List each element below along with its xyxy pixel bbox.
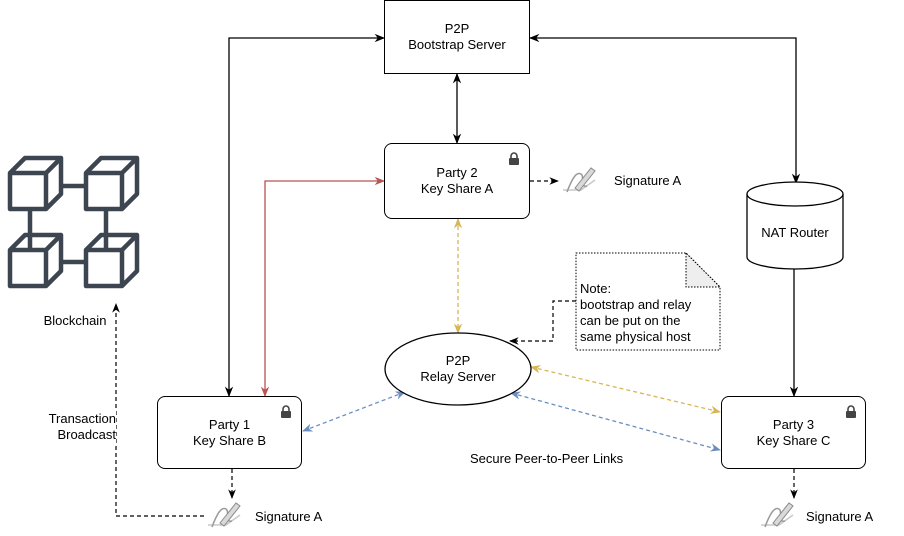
- transaction-label-line2: Broadcast: [57, 427, 116, 442]
- signature-label-party2: Signature A: [614, 173, 682, 188]
- bootstrap-nat-link: [528, 33, 801, 185]
- note-line4: same physical host: [580, 329, 691, 344]
- relay-party1-blue-link: [302, 391, 406, 432]
- nat-router-label[interactable]: NAT Router: [761, 225, 829, 240]
- party1-line2: Key Share B: [193, 432, 266, 448]
- relay-party3-blue-link: [509, 391, 722, 452]
- party2-line1: Party 2: [436, 165, 478, 180]
- signature-icon-party3: [761, 502, 794, 528]
- note-line3: can be put on the: [580, 313, 681, 328]
- bootstrap-party1-link: [224, 33, 386, 398]
- signature-icon-party1: [208, 502, 241, 528]
- transaction-broadcast-label: Transaction Broadcast: [30, 411, 116, 443]
- blockchain-icon: [7, 155, 140, 289]
- relay-server-ellipse: [384, 332, 532, 406]
- bootstrap-server-node[interactable]: P2P Bootstrap Server: [384, 0, 530, 74]
- note-shape: [575, 251, 722, 351]
- note-line1: Note:: [580, 281, 612, 296]
- relay-party3-yellow-link: [529, 365, 722, 414]
- nat-router-cylinder: [746, 181, 844, 270]
- party1-party2-red-link: [260, 176, 386, 398]
- party3-line2: Key Share C: [756, 432, 831, 448]
- note-relay-link: [509, 300, 576, 345]
- lock-icon: [281, 405, 291, 418]
- party2-node[interactable]: Party 2 Key Share A: [384, 143, 530, 219]
- party1-line1: Party 1: [208, 416, 251, 432]
- relay-server-line2: Relay Server: [420, 369, 496, 384]
- note-line2: bootstrap and relay: [580, 297, 692, 312]
- signature-label-party3: Signature A: [806, 509, 874, 524]
- relay-server-label[interactable]: P2P Relay Server: [398, 353, 518, 385]
- relay-server-line1: P2P: [445, 353, 471, 368]
- lock-icon: [846, 405, 856, 418]
- party3-line1: Party 3: [772, 416, 815, 432]
- party2-line2: Key Share A: [420, 181, 494, 196]
- bootstrap-server-line2: Bootstrap Server: [408, 37, 506, 52]
- note-text: Note: bootstrap and relay can be put on …: [580, 281, 691, 345]
- secure-links-label: Secure Peer-to-Peer Links: [470, 451, 624, 466]
- bootstrap-server-line1: P2P: [444, 21, 470, 36]
- transaction-label-line1: Transaction: [48, 411, 116, 426]
- party3-node[interactable]: Party 3 Key Share C: [721, 396, 866, 469]
- transaction-broadcast-link: [112, 303, 204, 517]
- signature-icon-party2: [563, 167, 596, 193]
- party1-node[interactable]: Party 1 Key Share B: [157, 396, 302, 469]
- lock-icon: [509, 152, 519, 165]
- blockchain-label: Blockchain: [43, 313, 107, 328]
- signature-label-party1: Signature A: [255, 509, 323, 524]
